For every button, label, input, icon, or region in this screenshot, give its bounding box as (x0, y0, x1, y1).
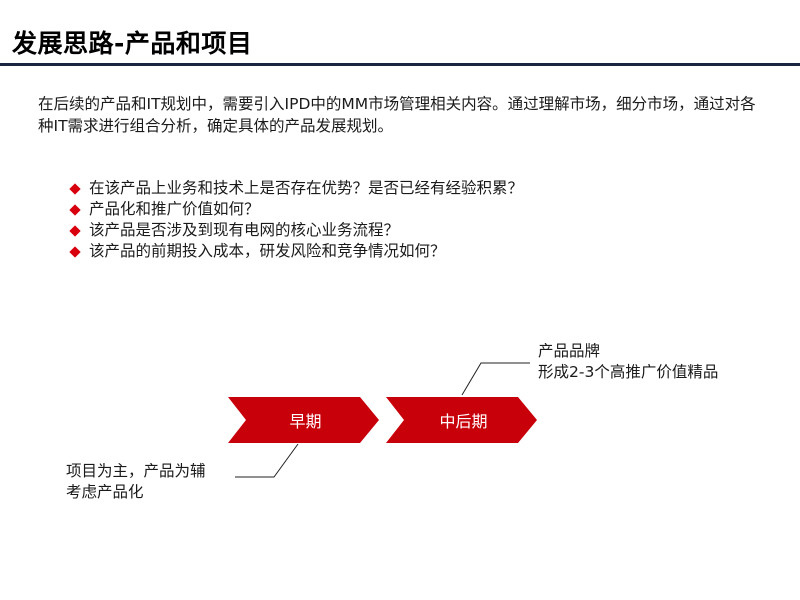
callout-line-early (235, 443, 299, 478)
bullet-item: 该产品是否涉及到现有电网的核心业务流程？ (68, 220, 523, 241)
red-diamond-icon (69, 203, 81, 216)
callout-line-2: 形成2-3个高推广价值精品 (538, 363, 719, 381)
callout-early-stage: 项目为主，产品为辅 考虑产品化 (66, 461, 206, 503)
stage-label-late: 中后期 (439, 412, 488, 431)
bullet-list: 在该产品上业务和技术上是否存在优势？是否已经有经验积累？ 产品化和推广价值如何？… (68, 178, 523, 262)
bullet-item: 产品化和推广价值如何？ (68, 199, 523, 220)
bullet-text: 在该产品上业务和技术上是否存在优势？是否已经有经验积累？ (89, 179, 524, 197)
bullet-text: 该产品是否涉及到现有电网的核心业务流程？ (89, 221, 400, 239)
slide-title: 发展思路-产品和项目 (12, 29, 253, 58)
bullet-text: 该产品的前期投入成本，研发风险和竞争情况如何？ (89, 242, 446, 260)
callout-line-1: 产品品牌 (538, 342, 601, 360)
red-diamond-icon (69, 224, 81, 237)
callout-line-late (461, 362, 530, 396)
callout-line-1: 项目为主，产品为辅 (66, 462, 206, 480)
callout-late-stage: 产品品牌 形成2-3个高推广价值精品 (538, 341, 718, 383)
red-diamond-icon (69, 245, 81, 258)
callout-line-2: 考虑产品化 (66, 483, 144, 501)
stage-chevron-early: 早期 (228, 397, 379, 443)
intro-paragraph: 在后续的产品和IT规划中，需要引入IPD中的MM市场管理相关内容。通过理解市场，… (38, 95, 756, 135)
bullet-item: 该产品的前期投入成本，研发风险和竞争情况如何？ (68, 241, 523, 262)
bullet-item: 在该产品上业务和技术上是否存在优势？是否已经有经验积累？ (68, 178, 523, 199)
red-diamond-icon (69, 182, 81, 195)
bullet-text: 产品化和推广价值如何？ (89, 200, 260, 218)
stage-label-early: 早期 (289, 412, 322, 431)
title-divider (0, 63, 800, 66)
stage-chevron-late: 中后期 (386, 397, 537, 443)
